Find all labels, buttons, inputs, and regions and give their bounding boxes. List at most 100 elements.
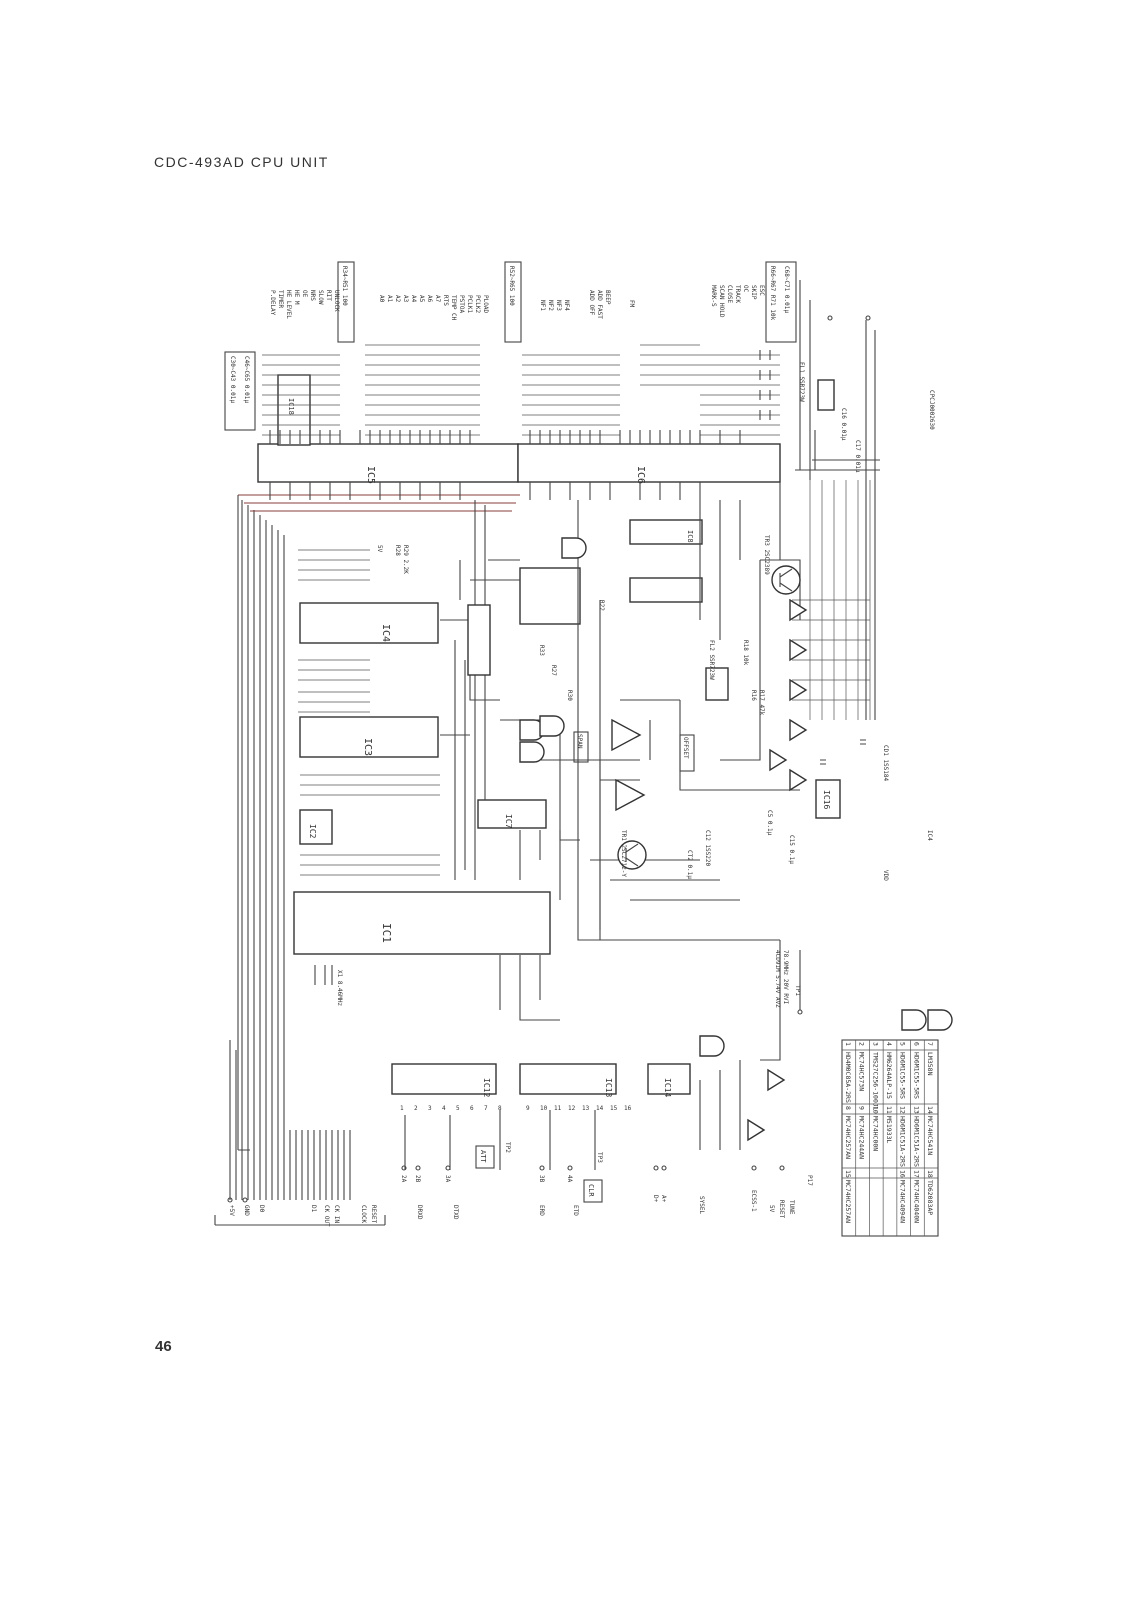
table-cell: 14	[926, 1106, 934, 1114]
conn-2b: 2B	[414, 1175, 421, 1183]
lbl-78mhz: 78.9MHz 20V RVI	[782, 950, 789, 1005]
lbl-cpcj: CPCJ0002630	[928, 390, 935, 430]
table-cell: M51933L	[885, 1116, 893, 1143]
table-cell: 5	[899, 1042, 907, 1046]
conn-reset: RESET	[370, 1205, 377, 1223]
conn-ck-out: CK OUT	[323, 1205, 330, 1227]
lbl-c17: C17 0.01μ	[854, 440, 861, 473]
label-nf3: NF3	[555, 300, 562, 311]
label-a3: A3	[402, 295, 409, 303]
table-cell: HD6M1C55-5RS	[912, 1052, 920, 1099]
lbl-ic4: IC4	[926, 830, 933, 841]
ic12-label: IC12	[482, 1078, 491, 1097]
ic3-label: IC3	[362, 738, 373, 756]
label-nf1: NF1	[539, 300, 546, 311]
conn-4a: 4A	[566, 1175, 573, 1183]
conn-ecss: ECSS-1	[750, 1190, 757, 1212]
ic18-label: IC18	[287, 398, 295, 415]
label-beep: BEEP	[604, 290, 611, 305]
lbl-ct2: CT2 0.1μ	[686, 850, 693, 879]
table-cell: HM6264ALP-15	[885, 1052, 893, 1099]
ic13-body	[519, 1063, 617, 1095]
ic8b-body	[629, 577, 703, 603]
ic8-label: IC8	[686, 530, 694, 543]
bottom-pin-numbers: 1 2 3 4 5 6 7 8 9 10 11 12 13 14 15 16	[400, 1105, 632, 1112]
label-close: CLOSE	[726, 285, 733, 303]
conn-5v: +5V	[228, 1205, 235, 1216]
lbl-c5: C5 0.1μ	[766, 810, 773, 836]
ic14-label: IC14	[663, 1078, 672, 1097]
label-he-m: HE M	[293, 290, 300, 305]
table-cell: 3	[871, 1042, 879, 1046]
conn-tp3: TP3	[596, 1152, 603, 1163]
conn-tp2: TP2	[504, 1142, 511, 1153]
table-cell: MC74HC573N	[858, 1052, 866, 1091]
label-temp-ch: TEMP CH	[450, 295, 457, 321]
label-track: TRACK	[734, 285, 741, 303]
lbl-cd1: CD1 1SS184	[882, 745, 889, 782]
conn-erd: ERD	[538, 1205, 545, 1216]
box-r34-r51: R34~R51 100	[341, 266, 348, 306]
conn-drxd: DRXD	[416, 1205, 423, 1220]
ic3-body	[299, 716, 439, 758]
conn-3a: 3A	[444, 1175, 451, 1183]
conn-gnd: GND	[243, 1205, 250, 1216]
label-nf4: NF4	[563, 300, 570, 311]
conn-ck-in: CK IN	[333, 1205, 340, 1223]
table-cell: 10	[871, 1106, 879, 1114]
box-c68-c71: C68~C71 0.01μ	[783, 266, 790, 313]
ic6-label: IC6	[635, 466, 646, 484]
ic18-body	[277, 374, 311, 446]
label-skip: SKIP	[750, 285, 757, 300]
conn-aplus: A+	[660, 1195, 667, 1203]
label-timer: TIMER	[277, 290, 284, 308]
label-add-fast: ADD FAST	[596, 290, 603, 319]
pin-8: 8	[498, 1105, 502, 1112]
label-pload: PLOAD	[482, 295, 489, 313]
table-cell: 18	[926, 1170, 934, 1178]
label-a0: A0	[378, 295, 385, 303]
label-a2: A2	[394, 295, 401, 303]
table-cell: MC74HC4040N	[912, 1180, 920, 1223]
label-a6: A6	[426, 295, 433, 303]
lbl-c16: C16 0.01μ	[840, 408, 847, 441]
conn-d0: D0	[258, 1205, 265, 1213]
ic10-body	[477, 799, 547, 829]
table-cell: TMS27C256-100JL	[871, 1052, 879, 1111]
right-rails	[699, 280, 880, 1150]
table-cell: 1	[844, 1042, 852, 1046]
label-rts: RTS	[442, 295, 449, 306]
pin-4: 4	[442, 1105, 446, 1112]
ic5-label: IC5	[365, 466, 376, 484]
lbl-fl2: FL2 SSR723W	[708, 640, 715, 680]
conn-sysel: SYSEL	[698, 1196, 705, 1214]
lbl-r18: R18 10k	[742, 640, 749, 666]
pin-14: 14	[596, 1105, 604, 1112]
label-a5: A5	[418, 295, 425, 303]
label-a4: A4	[410, 295, 417, 303]
label-a7: A7	[434, 295, 441, 303]
pin-11: 11	[554, 1105, 562, 1112]
pin-3: 3	[428, 1105, 432, 1112]
table-cell: 7	[926, 1042, 934, 1046]
conn-5v-b: 5V	[768, 1205, 775, 1213]
lbl-r22: R22	[598, 600, 605, 611]
ic13-label: IC13	[604, 1078, 613, 1097]
connector-terminals	[227, 315, 871, 1203]
label-he-level: HE LEVEL	[285, 290, 292, 319]
table-cell: 6	[912, 1042, 920, 1046]
table-cell: TD62083AP	[926, 1180, 934, 1215]
conn-clr: CLR	[587, 1184, 595, 1197]
label-mark-s: MARK-S	[710, 285, 717, 307]
conn-dtxd: DTXD	[452, 1205, 459, 1220]
middle-wires	[440, 430, 816, 1061]
lbl-r29: R29 2.2K	[402, 545, 409, 574]
connector-leads	[214, 1040, 596, 1226]
label-a1: A1	[386, 295, 393, 303]
label-esc: ESC	[758, 285, 765, 296]
lbl-tp1: TP1	[794, 985, 801, 996]
label-p-delay: P.DELAY	[269, 290, 276, 316]
lbl-5v: 5V	[376, 545, 383, 553]
lbl-offset: OFFSET	[682, 737, 689, 759]
table-cell: HD6M1C51A-2RS	[899, 1116, 907, 1167]
